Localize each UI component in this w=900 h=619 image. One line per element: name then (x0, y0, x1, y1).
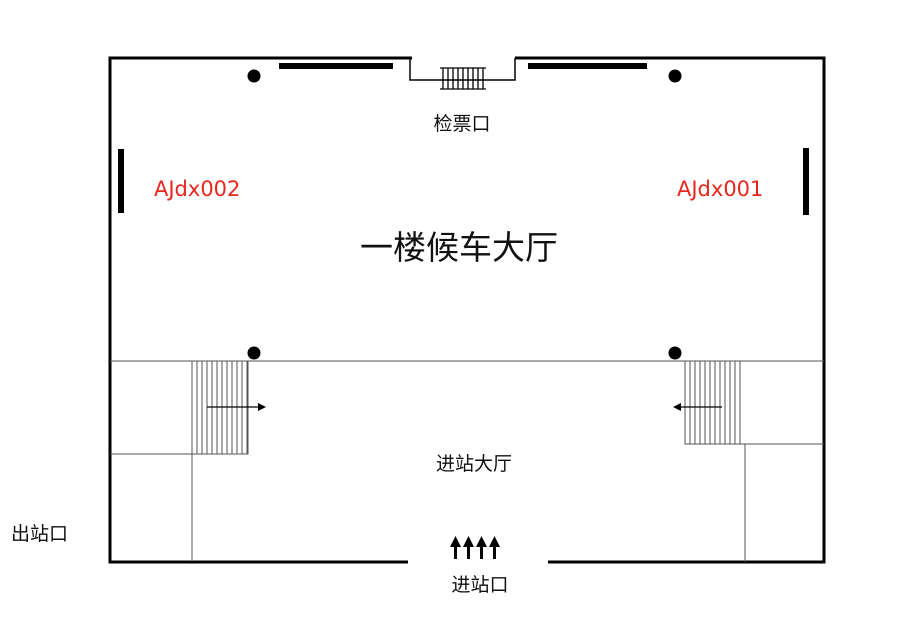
device-label-left: AJdx002 (154, 177, 240, 201)
entrance-label: 进站口 (451, 574, 508, 596)
stair-arrows (207, 403, 722, 411)
entrance-arrows (450, 536, 500, 559)
main-hall-label: 一楼候车大厅 (360, 228, 558, 267)
exit-label: 出站口 (11, 523, 68, 545)
ticket-gate (409, 58, 516, 90)
ticket-gate-label: 检票口 (433, 113, 490, 135)
device-label-right: AJdx001 (677, 177, 763, 201)
right-stairs (689, 361, 741, 444)
wall-bars (118, 63, 809, 215)
columns (247, 69, 682, 360)
entry-hall-label: 进站大厅 (436, 453, 512, 475)
outer-walls (108, 56, 826, 564)
